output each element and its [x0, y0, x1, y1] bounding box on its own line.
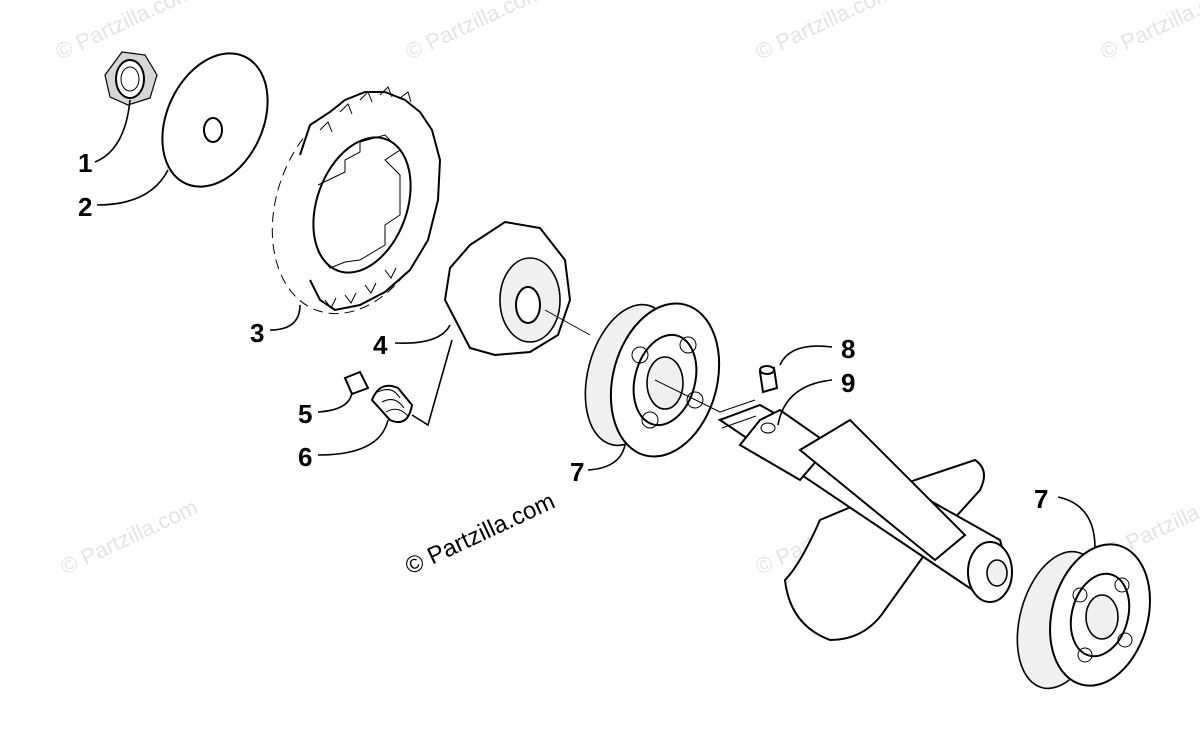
leader-2: [96, 169, 169, 206]
leader-9: [777, 379, 833, 426]
part-spring: [370, 384, 414, 424]
callout-3: 3: [250, 318, 264, 348]
leader-8: [779, 345, 833, 366]
callouts: 1 2 3 4 5 6 7 8 9 7: [78, 148, 1048, 514]
callout-9: 9: [841, 368, 855, 398]
part-gear: [271, 86, 442, 315]
copyright-label: © Partzilla.com: [401, 488, 559, 581]
part-washer: [161, 52, 269, 188]
leader-4-to-spring: [411, 339, 453, 427]
callout-8: 8: [841, 334, 855, 364]
part-bearing-lower: [1016, 543, 1151, 690]
leader-6: [317, 419, 389, 456]
leader-7-lower: [1057, 496, 1096, 549]
watermark: © Partzilla.com: [1097, 0, 1200, 65]
watermark: © Partzilla.com: [752, 0, 897, 65]
callout-4: 4: [373, 330, 388, 360]
part-cam: [443, 220, 572, 357]
leader-4: [394, 324, 451, 344]
watermark: © Partzilla.com: [57, 494, 202, 579]
leader-lines: [94, 99, 1096, 549]
watermark: © Partzilla.com: [402, 0, 547, 65]
leader-7-upper: [587, 444, 626, 471]
callout-1: 1: [78, 148, 92, 178]
callout-2: 2: [78, 192, 92, 222]
leader-5: [317, 391, 353, 413]
part-bearing-upper: [584, 302, 721, 458]
leader-3: [269, 304, 301, 331]
part-dowel: [758, 365, 779, 394]
part-shaft: [717, 399, 1013, 642]
axis-line: [544, 309, 721, 413]
callout-7-upper: 7: [570, 457, 584, 487]
part-nut: [104, 51, 158, 106]
part-pin: [343, 370, 370, 396]
callout-6: 6: [298, 442, 312, 472]
callout-5: 5: [298, 399, 312, 429]
leader-1: [94, 99, 131, 163]
callout-7-lower: 7: [1034, 484, 1048, 514]
